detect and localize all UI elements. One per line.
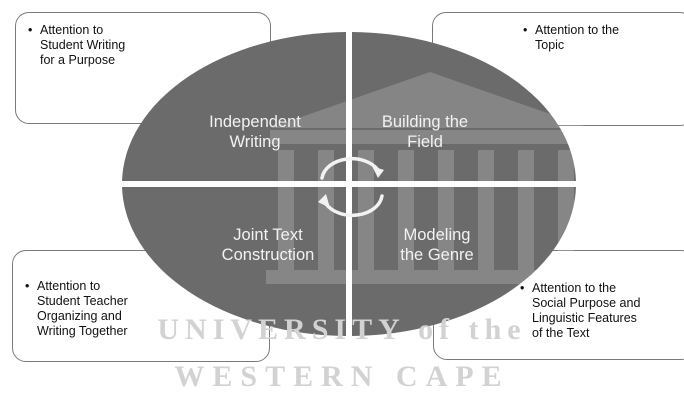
quadrant-modeling-the-genre	[352, 187, 576, 336]
note-top-right-text: Attention to the Topic	[523, 23, 681, 53]
watermark-western-cape: WESTERN CAPE	[174, 360, 510, 393]
watermark-university: UNIVERSITY of the	[157, 313, 527, 346]
note-bottom-left-text: Attention to Student Teacher Organizing …	[25, 279, 257, 339]
quadrant-joint-text-construction	[122, 187, 346, 336]
quadrant-independent-writing	[122, 32, 346, 181]
quadrant-building-the-field	[352, 32, 576, 181]
note-bottom-right-text: Attention to the Social Purpose and Ling…	[520, 281, 682, 341]
cycle-arrows-icon	[318, 156, 384, 218]
note-top-left-text: Attention to Student Writing for a Purpo…	[28, 23, 258, 68]
building-watermark-icon	[266, 72, 594, 284]
